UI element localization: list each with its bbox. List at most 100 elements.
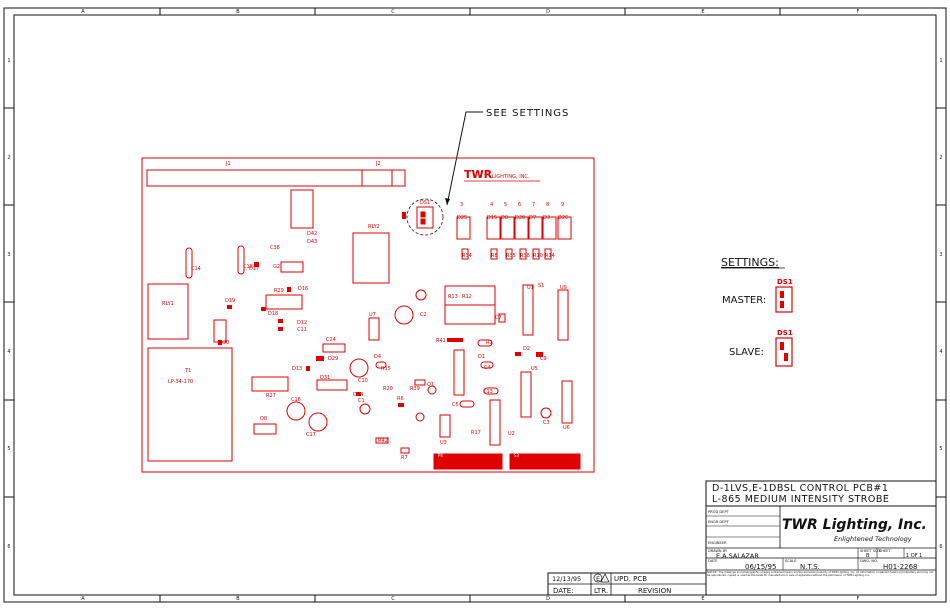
component-c11 xyxy=(213,319,227,343)
ic-u2 xyxy=(489,399,501,446)
label-c1: C1 xyxy=(358,398,365,404)
revision-date-label: DATE: xyxy=(553,587,574,595)
label-u2: U2 xyxy=(508,431,515,437)
label-r14: R14 xyxy=(545,253,555,259)
row-label-6-right: 6 xyxy=(939,544,942,550)
label-d19: D19 xyxy=(225,298,235,304)
label-d16: D16 xyxy=(298,286,308,292)
row-label-5-right: 5 xyxy=(939,446,942,452)
label-scale: SCALE xyxy=(785,559,797,563)
component-g2 xyxy=(280,261,304,273)
row-label-6: 6 xyxy=(7,544,10,550)
ic-u5 xyxy=(520,371,532,418)
row-label-1-right: 1 xyxy=(939,58,942,64)
label-dwg-no: DWG. NO. xyxy=(860,559,878,563)
row-label-1: 1 xyxy=(7,58,10,64)
label-d30: D30 xyxy=(219,340,229,346)
slave-switch-icon xyxy=(775,337,793,367)
ic-u9 xyxy=(557,289,569,341)
label-u9: U9 xyxy=(560,285,567,291)
label-ds1: DS1 xyxy=(420,200,430,206)
label-u6: U6 xyxy=(563,425,570,431)
label-sheet: SHEET xyxy=(879,549,892,553)
led-number-7: 7 xyxy=(532,202,535,208)
label-rly2: RLY2 xyxy=(368,224,380,230)
row-label-2: 2 xyxy=(7,155,10,161)
col-label-e-bottom: E xyxy=(701,596,704,602)
settings-legend: SETTINGS: MASTER: DS1 SLAVE: DS1 xyxy=(721,256,793,367)
drawn-by-value: E.A.SALAZAR xyxy=(716,552,759,560)
label-u1: U1 xyxy=(527,285,534,291)
label-p4: P4 xyxy=(438,453,443,458)
company-name: TWR Lighting, Inc. xyxy=(782,517,927,533)
pcb-layout: J1 J2 TWR LIGHTING, INC. DS1 RLY2 RLY1 T… xyxy=(141,157,595,473)
led-label-d28: D28 xyxy=(515,215,525,221)
pcb-logo: TWR xyxy=(464,168,493,181)
settings-slave-label: SLAVE: xyxy=(729,347,764,358)
pad-s3 xyxy=(509,453,581,470)
col-label-b-bottom: B xyxy=(236,596,240,602)
label-d14: D14 xyxy=(353,392,363,398)
label-c3: C3 xyxy=(543,420,550,426)
col-label-b: B xyxy=(236,9,240,15)
label-r29: R29 xyxy=(274,288,284,294)
ic-u1 xyxy=(522,284,534,336)
label-r1: R1 xyxy=(486,340,493,346)
label-c24: C24 xyxy=(326,337,336,343)
label-u3: U3 xyxy=(440,440,447,446)
dwg-no-value: H01-2268 xyxy=(883,563,918,571)
label-d1: D1 xyxy=(478,354,485,360)
label-s3: S3 xyxy=(514,453,520,458)
label-c11b: C11 xyxy=(297,327,307,333)
title-fine-print: NOTICE: The drawings and photographic im… xyxy=(707,571,934,577)
label-d18: D18 xyxy=(268,311,278,317)
row-label-3-right: 3 xyxy=(939,252,942,258)
ic-u7 xyxy=(368,317,380,341)
label-lp: LP-34-170 xyxy=(168,379,193,385)
label-c38: C38 xyxy=(270,245,280,251)
label-d31: D31 xyxy=(320,375,330,381)
cap-c8 xyxy=(394,305,414,325)
col-label-a-bottom: A xyxy=(81,596,85,602)
label-r13: R13 xyxy=(448,294,458,300)
label-u7: U7 xyxy=(369,312,376,318)
revision-letter: E xyxy=(596,575,600,583)
component-box xyxy=(290,189,314,229)
label-prod-dept: PROD DEPT xyxy=(708,510,730,514)
pcb-switch-ds1 xyxy=(416,206,434,229)
label-c5: C5 xyxy=(452,402,459,408)
master-switch-icon xyxy=(775,286,793,313)
led-label-d15: D15 xyxy=(487,215,497,221)
title-line-2: L-865 MEDIUM INTENSITY STROBE xyxy=(712,494,889,505)
label-r17: R17 xyxy=(471,430,481,436)
sheet-value: 1 OF 1 xyxy=(906,553,922,559)
row-label-4: 4 xyxy=(7,349,10,355)
label-r10: R10 xyxy=(533,253,543,259)
component-q8 xyxy=(253,423,277,435)
cap-c10 xyxy=(349,358,369,378)
settings-slave-switch-label: DS1 xyxy=(777,329,793,337)
col-label-f: F xyxy=(857,9,860,15)
settings-master-label: MASTER: xyxy=(722,295,766,306)
title-block: D-1LVS,E-1DBSL CONTROL PCB#1 L-865 MEDIU… xyxy=(705,480,937,596)
cap-c1 xyxy=(359,403,371,415)
label-c10: C10 xyxy=(358,378,368,384)
diode-q1 xyxy=(427,385,437,395)
led-number-3: 3 xyxy=(460,202,463,208)
sheet-size-value: B xyxy=(866,553,870,559)
settings-master-switch-label: DS1 xyxy=(777,278,793,286)
row-label-3: 3 xyxy=(7,252,10,258)
company-tagline: Enlightened Technology xyxy=(834,535,912,543)
label-d12: D12 xyxy=(297,320,307,326)
scale-value: N.T.S. xyxy=(800,563,820,571)
col-label-a: A xyxy=(81,9,85,15)
led-label-d8: D8 xyxy=(501,215,508,221)
date-value: 06/15/95 xyxy=(745,563,776,571)
label-d2: D2 xyxy=(523,346,530,352)
label-d4: D4 xyxy=(374,354,381,360)
row-label-5: 5 xyxy=(7,446,10,452)
label-r34: R34 xyxy=(462,253,472,259)
col-label-c: C xyxy=(391,9,395,15)
led-label-d7: D7 xyxy=(529,215,536,221)
